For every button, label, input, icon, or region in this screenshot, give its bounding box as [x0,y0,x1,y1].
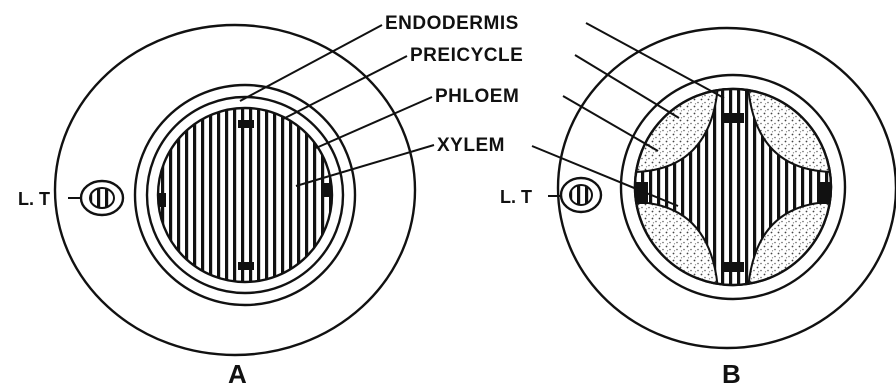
leader-endodermis-b [586,23,724,98]
phloem-patch-a [324,183,332,197]
panel-letter-b: B [722,359,741,385]
label-pericycle: PREICYCLE [410,45,523,66]
phloem-patch-a [158,193,166,207]
lateral-trace-b [561,178,601,212]
leader-phloem-b [563,96,658,151]
lt-label-a: L. T [18,189,50,209]
protoxylem-tip-b [722,262,744,272]
phloem-patch-a [238,262,254,270]
lt-label-b: L. T [500,187,532,207]
lateral-trace-a [81,181,123,215]
leader-pericycle-a [283,56,407,119]
leader-phloem-a [316,97,432,148]
phloem-patch-a [238,120,254,128]
panel-a: L. T A [18,25,415,385]
protoxylem-tip-b [722,113,744,123]
label-xylem: XYLEM [437,135,505,156]
label-phloem: PHLOEM [435,86,519,107]
panel-b: L. T B [500,28,896,385]
leader-endodermis-a [240,25,382,101]
label-endodermis: ENDODERMIS [385,13,519,34]
panel-letter-a: A [228,359,247,385]
protoxylem-tip-b [818,182,830,204]
